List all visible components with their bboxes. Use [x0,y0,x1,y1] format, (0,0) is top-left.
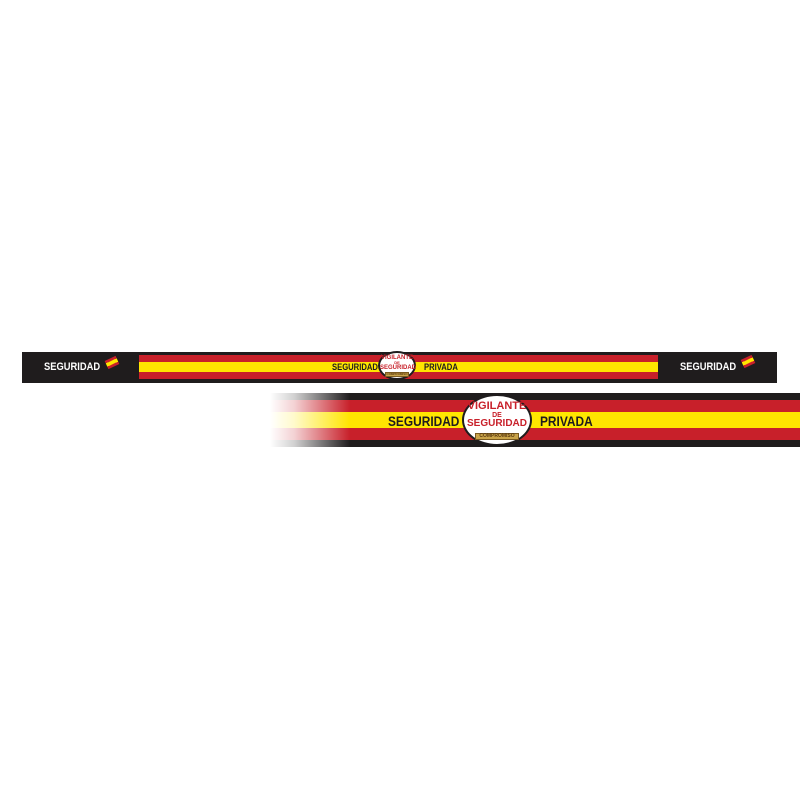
badge-line1: VIGILANTE [467,400,527,412]
badge-line3: SEGURIDAD [380,365,417,371]
privada-label: PRIVADA [540,413,593,429]
wristband-large: SEGURIDAD PRIVADA VIGILANTE DE SEGURIDAD… [270,393,800,447]
fade-overlay [270,390,350,450]
badge-line2: DE [492,412,502,419]
seguridad-label: SEGURIDAD [388,413,460,429]
right-label: SEGURIDAD [680,361,737,373]
badge-line2: DE [394,360,400,365]
wristband-small: SEGURIDAD SEGURIDAD PRIVADA VIGILANTE DE… [22,351,777,383]
badge-line3: SEGURIDAD [466,418,527,429]
mid-right-label: PRIVADA [424,362,458,372]
vigilante-badge: VIGILANTE DE SEGURIDAD COMPROMISO [462,394,532,446]
spain-flag-icon [740,354,756,369]
mid-left-label: SEGURIDAD [332,362,378,372]
left-label: SEGURIDAD [44,361,101,373]
flag-stripe: SEGURIDAD PRIVADA [270,400,800,440]
spain-flag-icon [104,355,120,370]
badge-line4: COMPROMISO [385,372,409,377]
vigilante-badge: VIGILANTE DE SEGURIDAD COMPROMISO [378,351,416,380]
badge-line4: COMPROMISO [475,433,519,440]
badge-line1: VIGILANTE [380,355,413,361]
